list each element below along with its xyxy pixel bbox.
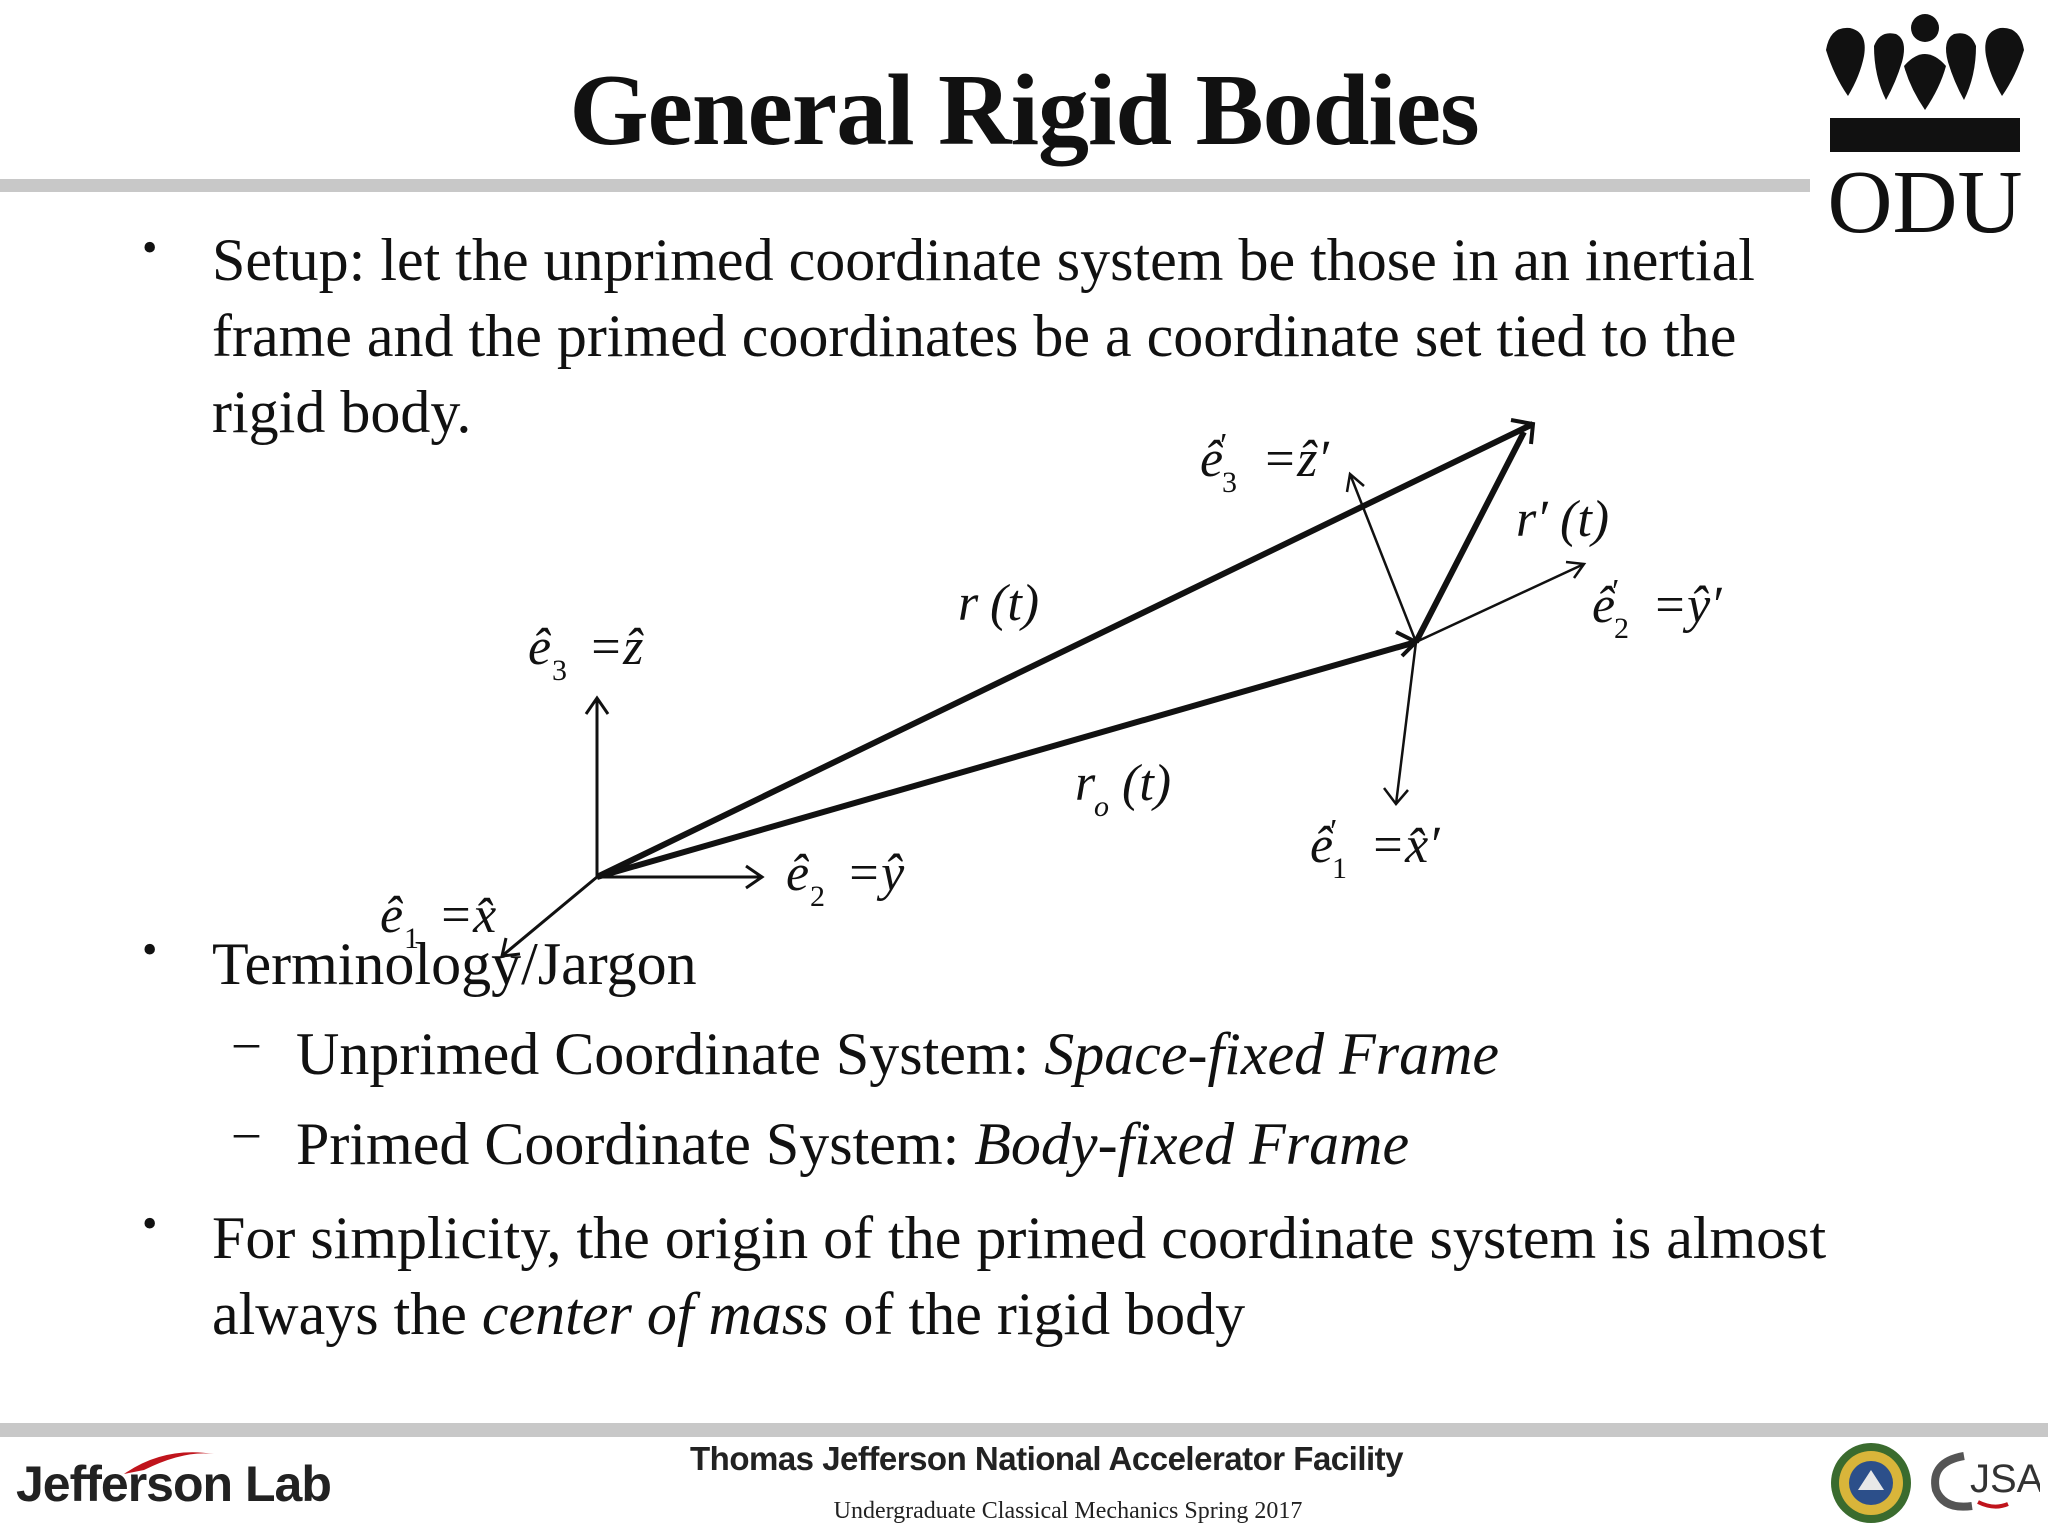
jefferson-lab-wordmark: Jefferson Lab (16, 1456, 332, 1512)
body-y-rhs: =ŷ′ (1652, 577, 1723, 634)
bullet-1-line-3: rigid body. (212, 379, 472, 445)
space-x-arrowhead (500, 937, 521, 958)
body-z-axis (1348, 473, 1418, 643)
bullet-dot-1: • (142, 223, 158, 272)
subitem-dash-1: – (234, 1013, 259, 1069)
jsa-logo: JSA (1931, 1452, 2040, 1511)
subitem-1-emphasis: Space-fixed Frame (1044, 1021, 1500, 1087)
space-y-label: ê 2 =ŷ (786, 845, 905, 913)
ro-label-t: (t) (1122, 755, 1171, 812)
body-x-rhs: =x̂′ (1370, 817, 1441, 874)
crown-right-inner-petal (1946, 33, 1976, 101)
r-label-r: r (958, 575, 979, 632)
body-y-prime: ′ (1612, 573, 1619, 610)
r-vector (595, 421, 1535, 880)
space-x-label: ê 1 =x̂ (380, 887, 496, 955)
bullet-3-line-2-emphasis: center of mass (481, 1281, 829, 1347)
space-x-sub: 1 (404, 922, 419, 955)
bullet-3-line-1: For simplicity, the origin of the primed… (212, 1205, 1827, 1271)
ro-label: r o (t) (1075, 755, 1171, 823)
body-x-label: ê ′ 1 =x̂′ (1310, 813, 1441, 885)
title-divider (0, 179, 1810, 192)
body-fixed-axes (1345, 471, 1587, 806)
body-z-rhs: =ẑ′ (1262, 431, 1330, 488)
crown-left-petal (1826, 27, 1865, 96)
body-z-arrowhead (1345, 471, 1365, 493)
space-y-sub: 2 (810, 880, 825, 913)
bullet-2-line-1: Terminology/Jargon (212, 931, 697, 997)
crown-center-petal (1904, 54, 1946, 110)
space-y-arrowhead (745, 864, 765, 890)
jsa-swoosh-icon (1931, 1452, 1973, 1511)
r-prime-label-r: r′ (1516, 491, 1549, 548)
bullet-dot-3: • (142, 1199, 158, 1248)
jefferson-lab-logo-swoosh (124, 1452, 214, 1474)
space-y-rhs: =ŷ (846, 845, 905, 902)
bullet-1-line-1: Setup: let the unprimed coordinate syste… (212, 227, 1755, 293)
body-x-sub: 1 (1332, 852, 1347, 885)
space-x-axis (501, 875, 598, 958)
body-x-arrowhead (1383, 787, 1409, 806)
bullet-3-line-2: always the center of mass of the rigid b… (212, 1276, 1245, 1352)
odu-wordmark: ODU (1828, 153, 2023, 238)
r-prime-vector (1413, 430, 1527, 644)
facility-name: Thomas Jefferson National Accelerator Fa… (690, 1440, 1404, 1477)
crown-band (1830, 118, 2020, 152)
space-y-lhs: ê (786, 845, 810, 902)
space-z-sub: 3 (552, 654, 567, 687)
body-z-prime: ′ (1220, 427, 1227, 464)
bullet-dot-2: • (142, 925, 158, 974)
body-y-axis (1415, 562, 1585, 644)
position-vectors (595, 418, 1536, 880)
body-x-prime: ′ (1330, 813, 1337, 850)
subitem-2: Primed Coordinate System: Body-fixed Fra… (296, 1106, 1409, 1182)
space-x-rhs: =x̂ (438, 887, 496, 944)
footer-divider (0, 1423, 2048, 1437)
subitem-2-emphasis: Body-fixed Frame (974, 1111, 1410, 1177)
body-y-sub: 2 (1614, 612, 1629, 645)
body-z-label: ê ′ 3 =ẑ′ (1200, 427, 1330, 499)
subitem-1-label: Unprimed Coordinate System: (296, 1021, 1045, 1087)
bullet-3-line-2-post: of the rigid body (828, 1281, 1246, 1347)
odu-logo: ODU (1826, 14, 2024, 238)
r-label-t: (t) (990, 575, 1039, 632)
doe-seal-icon (1831, 1443, 1911, 1523)
crown-right-petal (1985, 27, 2024, 96)
r-prime-label-t: (t) (1560, 491, 1609, 548)
subitem-2-label: Primed Coordinate System: (296, 1111, 975, 1177)
space-z-arrowhead (584, 695, 610, 715)
space-x-lhs: ê (380, 887, 404, 944)
course-name: Undergraduate Classical Mechanics Spring… (833, 1498, 1303, 1524)
r-prime-label: r′ (t) (1516, 491, 1609, 548)
crown-left-inner-petal (1874, 33, 1904, 101)
space-z-rhs: =ẑ (588, 619, 644, 676)
rigid-body-diagram: ê 3 =ẑ ê 2 =ŷ ê 1 =x̂ ê ′ 3 =ẑ′ ê ′ 2 =ŷ… (380, 418, 1723, 958)
ro-label-r: r (1075, 755, 1096, 812)
crown-center-ball (1911, 14, 1939, 42)
body-y-lhs: ê (1592, 577, 1616, 634)
slide-title: General Rigid Bodies (569, 54, 1479, 167)
r-label: r (t) (958, 575, 1039, 632)
body-y-arrowhead (1565, 560, 1587, 579)
space-z-lhs: ê (528, 619, 552, 676)
body-x-axis (1394, 641, 1418, 805)
space-fixed-axes (500, 695, 765, 958)
body-y-label: ê ′ 2 =ŷ′ (1592, 573, 1723, 645)
ro-vector (596, 639, 1417, 880)
bullet-1-line-2: frame and the primed coordinates be a co… (212, 303, 1737, 369)
bullet-3-line-2-pre: always the (212, 1281, 482, 1347)
ro-label-sub: o (1094, 790, 1109, 823)
subitem-dash-2: – (234, 1103, 259, 1159)
r-vector-arrowhead (1510, 418, 1536, 445)
body-z-lhs: ê (1200, 431, 1224, 488)
body-z-sub: 3 (1222, 466, 1237, 499)
space-z-label: ê 3 =ẑ (528, 619, 644, 687)
jsa-wordmark: JSA (1970, 1457, 2040, 1501)
subitem-1: Unprimed Coordinate System: Space-fixed … (296, 1016, 1499, 1092)
body-x-lhs: ê (1310, 817, 1334, 874)
